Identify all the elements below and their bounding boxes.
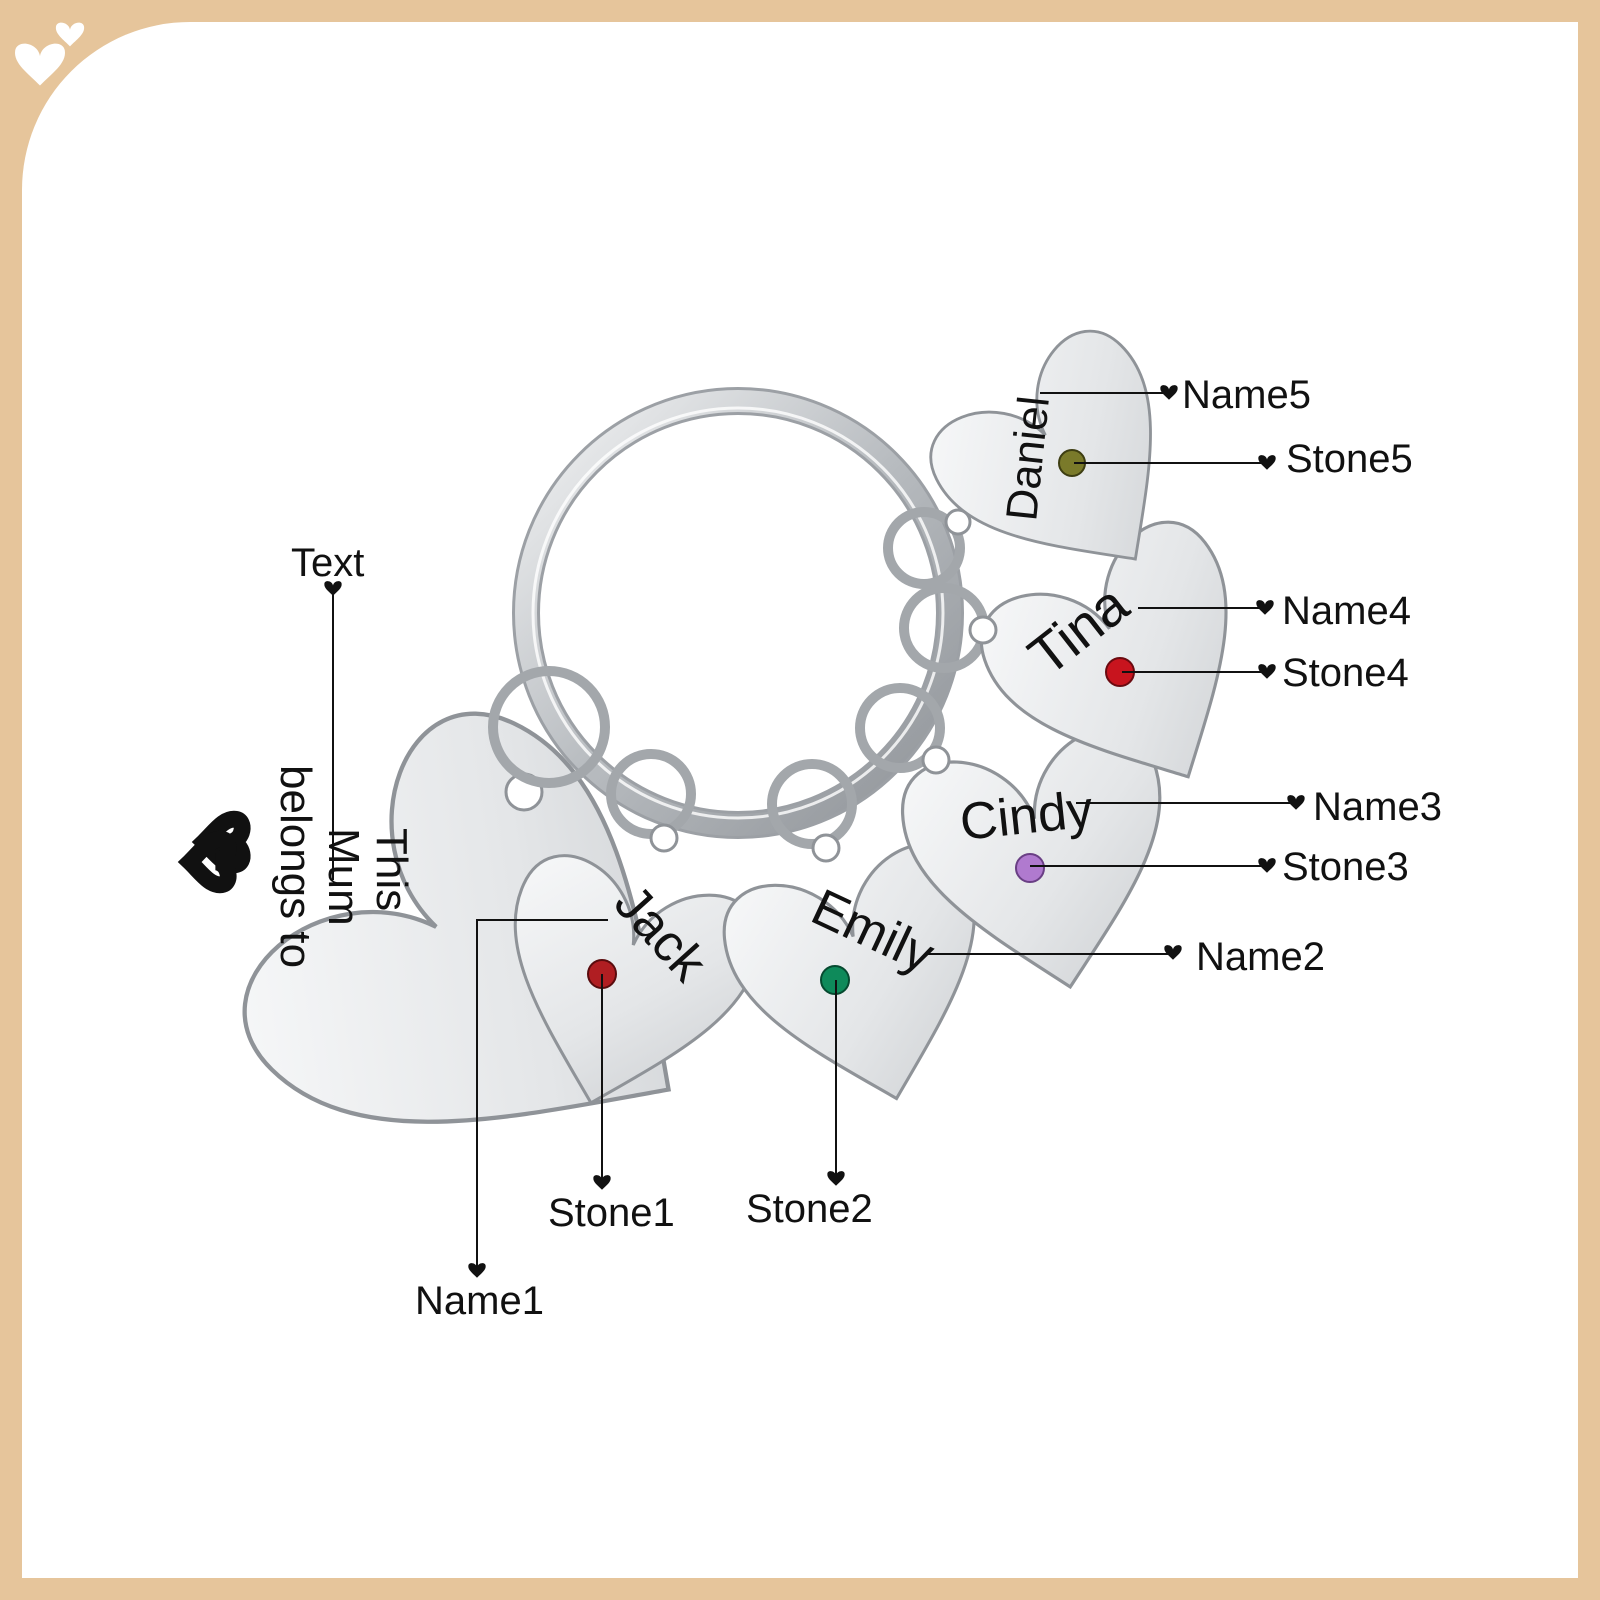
callout-name5: Name5 — [1182, 373, 1311, 417]
key-ring — [512, 387, 964, 839]
callout-text: Text — [291, 541, 364, 585]
callout-name3: Name3 — [1313, 785, 1442, 829]
white-card — [22, 22, 1578, 1578]
stone3 — [1015, 853, 1045, 883]
callout-name4: Name4 — [1282, 589, 1411, 633]
callout-lines — [332, 392, 1294, 1268]
engraved-text-line1: This — [367, 828, 416, 911]
callout-stone4: Stone4 — [1282, 651, 1409, 695]
callout-stone5: Stone5 — [1286, 437, 1413, 481]
text-tag-jump-ring — [488, 666, 610, 788]
callout-stone2: Stone2 — [746, 1187, 873, 1231]
callout-name2: Name2 — [1196, 935, 1325, 979]
emily-jump-ring — [767, 759, 857, 849]
engraved-name3: Cindy — [957, 780, 1095, 852]
callout-stone3: Stone3 — [1282, 845, 1409, 889]
engraved-text-line2: Mum — [319, 828, 368, 926]
cindy-jump-ring — [855, 683, 945, 773]
daniel-jump-ring — [883, 507, 965, 589]
engraved-text-line3: belongs to — [271, 765, 320, 968]
callout-stone1: Stone1 — [548, 1191, 675, 1235]
callout-name1: Name1 — [415, 1279, 544, 1323]
